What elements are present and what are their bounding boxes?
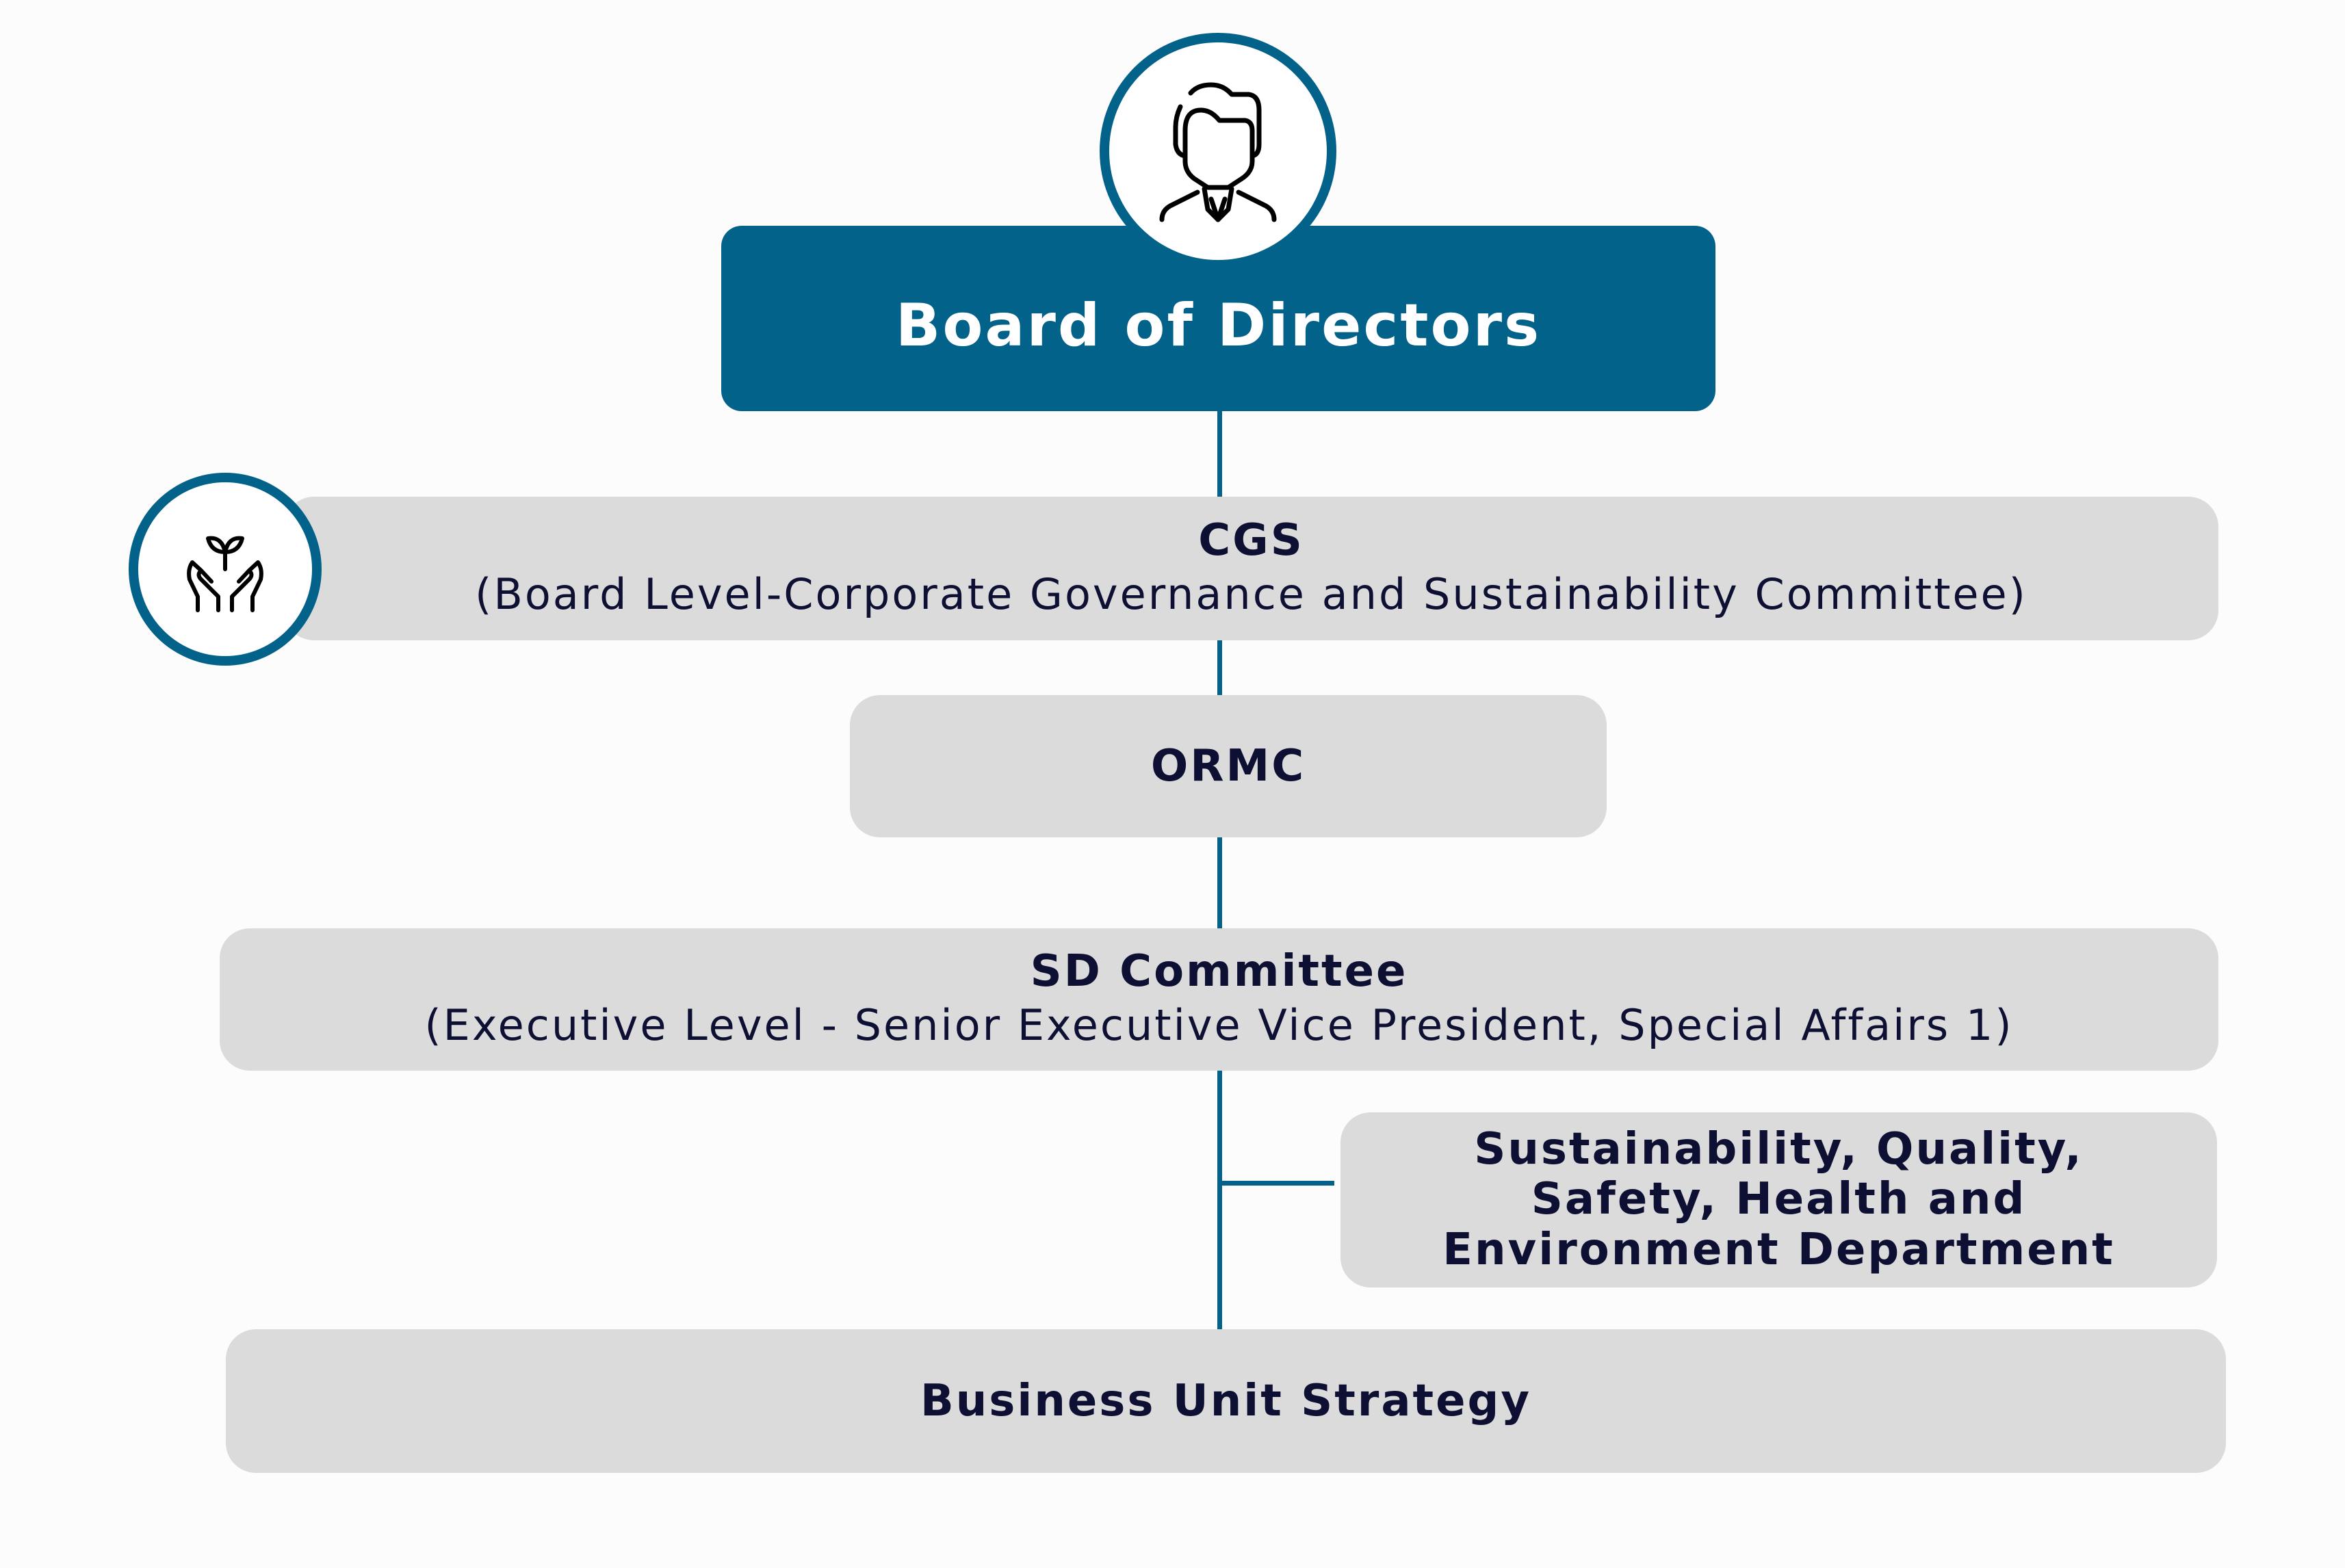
connector-main (1217, 410, 1222, 1331)
cgs-box: CGS (Board Level-Corporate Governance an… (284, 497, 2218, 640)
cgs-icon-circle (129, 473, 322, 666)
department-line-3: Environment Department (1442, 1224, 2115, 1275)
business-title: Business Unit Strategy (920, 1375, 1532, 1426)
plant-in-hands-icon (187, 536, 263, 612)
connector-branch (1219, 1181, 1334, 1186)
cgs-title: CGS (1198, 515, 1304, 566)
business-unit-box: Business Unit Strategy (226, 1329, 2226, 1473)
department-line-1: Sustainability, Quality, (1474, 1123, 2084, 1175)
cgs-subtitle: (Board Level-Corporate Governance and Su… (475, 569, 2027, 620)
board-title: Board of Directors (895, 291, 1542, 360)
ormc-box: ORMC (850, 695, 1607, 837)
sd-title: SD Committee (1030, 946, 1408, 997)
sd-committee-box: SD Committee (Executive Level - Senior E… (220, 928, 2218, 1071)
department-box: Sustainability, Quality, Safety, Health … (1340, 1112, 2217, 1288)
board-icon-circle (1100, 33, 1336, 270)
ormc-title: ORMC (1150, 740, 1306, 792)
department-line-2: Safety, Health and (1531, 1174, 2027, 1225)
businessman-icon (1159, 82, 1277, 222)
sd-subtitle: (Executive Level - Senior Executive Vice… (424, 1000, 2014, 1051)
board-of-directors-box: Board of Directors (721, 226, 1715, 411)
